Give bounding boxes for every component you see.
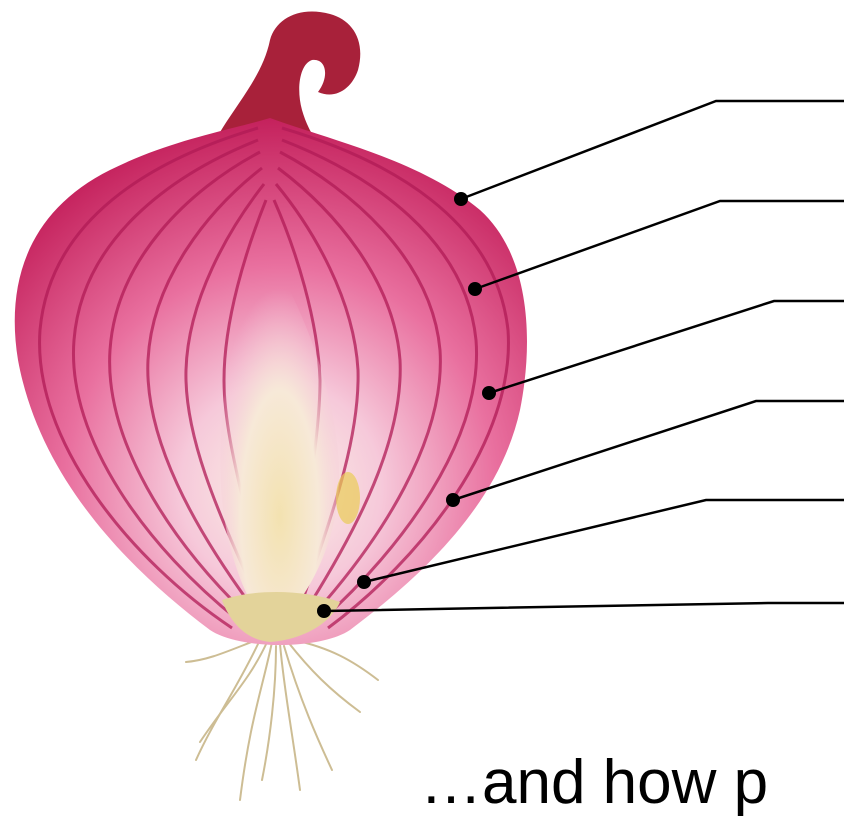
leader-line-2 bbox=[475, 201, 844, 289]
roots bbox=[186, 638, 378, 800]
caption-text: …and how p bbox=[420, 752, 768, 814]
leader-line-3 bbox=[489, 301, 844, 393]
leader-dot-6 bbox=[317, 604, 331, 618]
core-yellow-patch bbox=[336, 472, 360, 524]
leader-dot-4 bbox=[446, 493, 460, 507]
leader-dot-3 bbox=[482, 386, 496, 400]
leader-line-1 bbox=[461, 101, 844, 199]
leader-dot-1 bbox=[454, 192, 468, 206]
leader-line-6 bbox=[324, 603, 844, 611]
leader-dot-5 bbox=[357, 575, 371, 589]
leader-dot-2 bbox=[468, 282, 482, 296]
